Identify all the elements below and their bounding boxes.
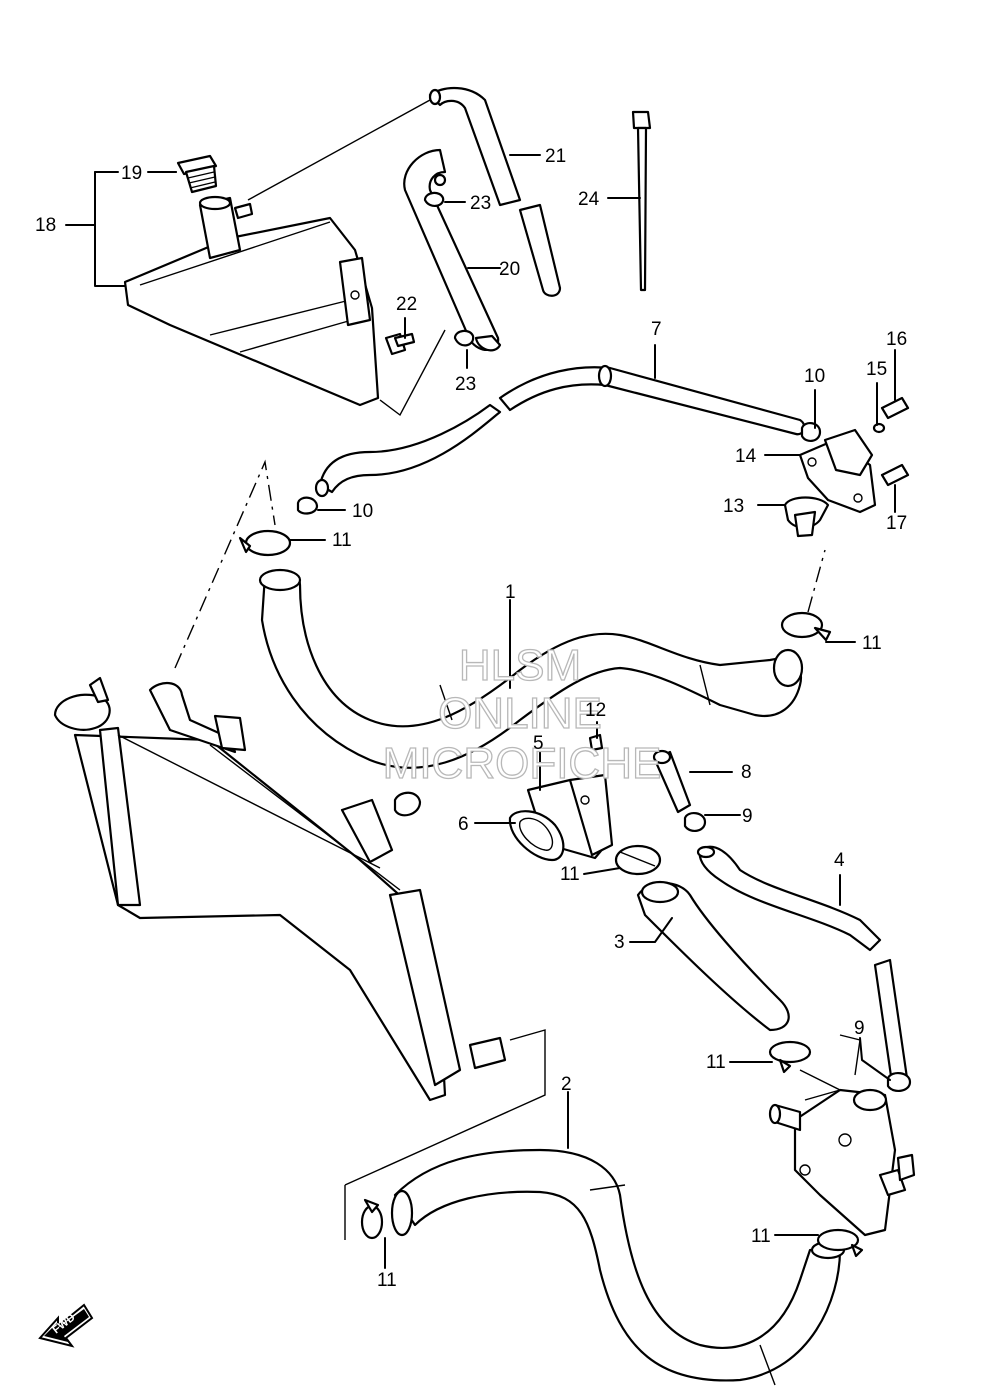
clamp-11-a[interactable] (238, 529, 292, 557)
label-17: 17 (886, 513, 907, 534)
leader-lines (147, 154, 896, 1269)
label-8: 8 (741, 762, 752, 783)
dash-hose2-line (344, 1029, 546, 1240)
label-4: 4 (834, 850, 845, 871)
clamp-9-upper[interactable] (683, 812, 707, 832)
thermostat-cover[interactable] (798, 428, 877, 514)
label-2: 2 (561, 1074, 572, 1095)
label-1: 1 (505, 582, 516, 603)
cable-tie[interactable] (631, 110, 652, 292)
label-23-upper: 23 (470, 193, 491, 214)
label-11-f: 11 (377, 1270, 397, 1291)
clamp-10-upper[interactable] (800, 422, 822, 442)
hose-1[interactable] (258, 568, 804, 769)
reservoir-bolt[interactable] (384, 332, 416, 356)
label-15: 15 (866, 359, 887, 380)
label-19: 19 (121, 163, 142, 184)
dash-line-thermo (807, 549, 826, 613)
label-11-b: 11 (862, 633, 882, 654)
dash-tank-line (379, 329, 446, 417)
clamp-11-f[interactable] (816, 1228, 864, 1258)
radiator[interactable] (53, 676, 507, 1102)
dash-line-1 (174, 459, 276, 669)
hose-3[interactable] (636, 880, 790, 1032)
gasket-6[interactable] (508, 810, 565, 862)
label-20: 20 (499, 259, 520, 280)
clamp-11-c[interactable] (614, 844, 662, 876)
label-14: 14 (735, 446, 757, 467)
label-16: 16 (886, 329, 907, 350)
dash-pump-line-2 (839, 1034, 861, 1076)
clamp-10-lower[interactable] (296, 496, 319, 515)
label-22: 22 (396, 294, 417, 315)
label-24: 24 (578, 189, 600, 210)
label-11-a: 11 (332, 530, 352, 551)
clamp-9-lower[interactable] (886, 1072, 912, 1092)
clamp-11-e[interactable] (360, 1198, 384, 1240)
label-11-c: 11 (560, 864, 580, 885)
label-5: 5 (533, 733, 544, 754)
label-23-lower: 23 (455, 374, 476, 395)
union-8[interactable] (652, 749, 692, 814)
label-6: 6 (458, 814, 469, 835)
hose-20[interactable] (403, 148, 502, 352)
watermark-line3: MICROFICHE (383, 739, 662, 788)
bolt-17[interactable] (880, 463, 910, 487)
hose-7[interactable] (314, 364, 806, 498)
watermark-line2: ONLINE (438, 689, 602, 738)
label-21: 21 (545, 146, 566, 167)
clamp-11-d[interactable] (768, 1040, 812, 1074)
label-11-e: 11 (751, 1226, 771, 1247)
hose-2[interactable] (390, 1148, 846, 1386)
outlet-fitting[interactable] (526, 773, 614, 860)
washer-15[interactable] (872, 422, 886, 434)
thermostat[interactable] (783, 496, 830, 538)
watermark: HLSM ONLINE MICROFICHE (382, 640, 662, 788)
bolt-16[interactable] (880, 396, 910, 420)
water-pump[interactable] (768, 1088, 916, 1237)
reservoir-tank[interactable] (123, 195, 380, 407)
clamp-23-lower[interactable] (453, 329, 475, 347)
label-12: 12 (585, 700, 606, 721)
label-11-d: 11 (706, 1052, 726, 1073)
bracket-18 (94, 171, 126, 287)
watermark-line1: HLSM (459, 641, 581, 690)
fwd-arrow-icon: FWD (38, 1303, 94, 1348)
label-9-upper: 9 (742, 806, 753, 827)
label-3: 3 (614, 932, 625, 953)
tank-to-hose-line (247, 99, 431, 201)
hose-21[interactable] (428, 86, 562, 297)
label-10-lower: 10 (352, 501, 373, 522)
label-7: 7 (651, 319, 662, 340)
label-18: 18 (35, 215, 56, 236)
clamp-11-b[interactable] (780, 611, 832, 642)
clamp-23-upper[interactable] (423, 191, 445, 207)
label-13: 13 (723, 496, 744, 517)
hose-4[interactable] (696, 845, 910, 1092)
part-labels: 1 2 3 4 5 6 7 8 9 9 10 10 11 11 11 11 11… (35, 146, 907, 1291)
label-10-upper: 10 (804, 366, 825, 387)
label-9-lower: 9 (854, 1018, 865, 1039)
dash-pump-line (799, 1069, 842, 1101)
reservoir-cap[interactable] (176, 154, 218, 194)
